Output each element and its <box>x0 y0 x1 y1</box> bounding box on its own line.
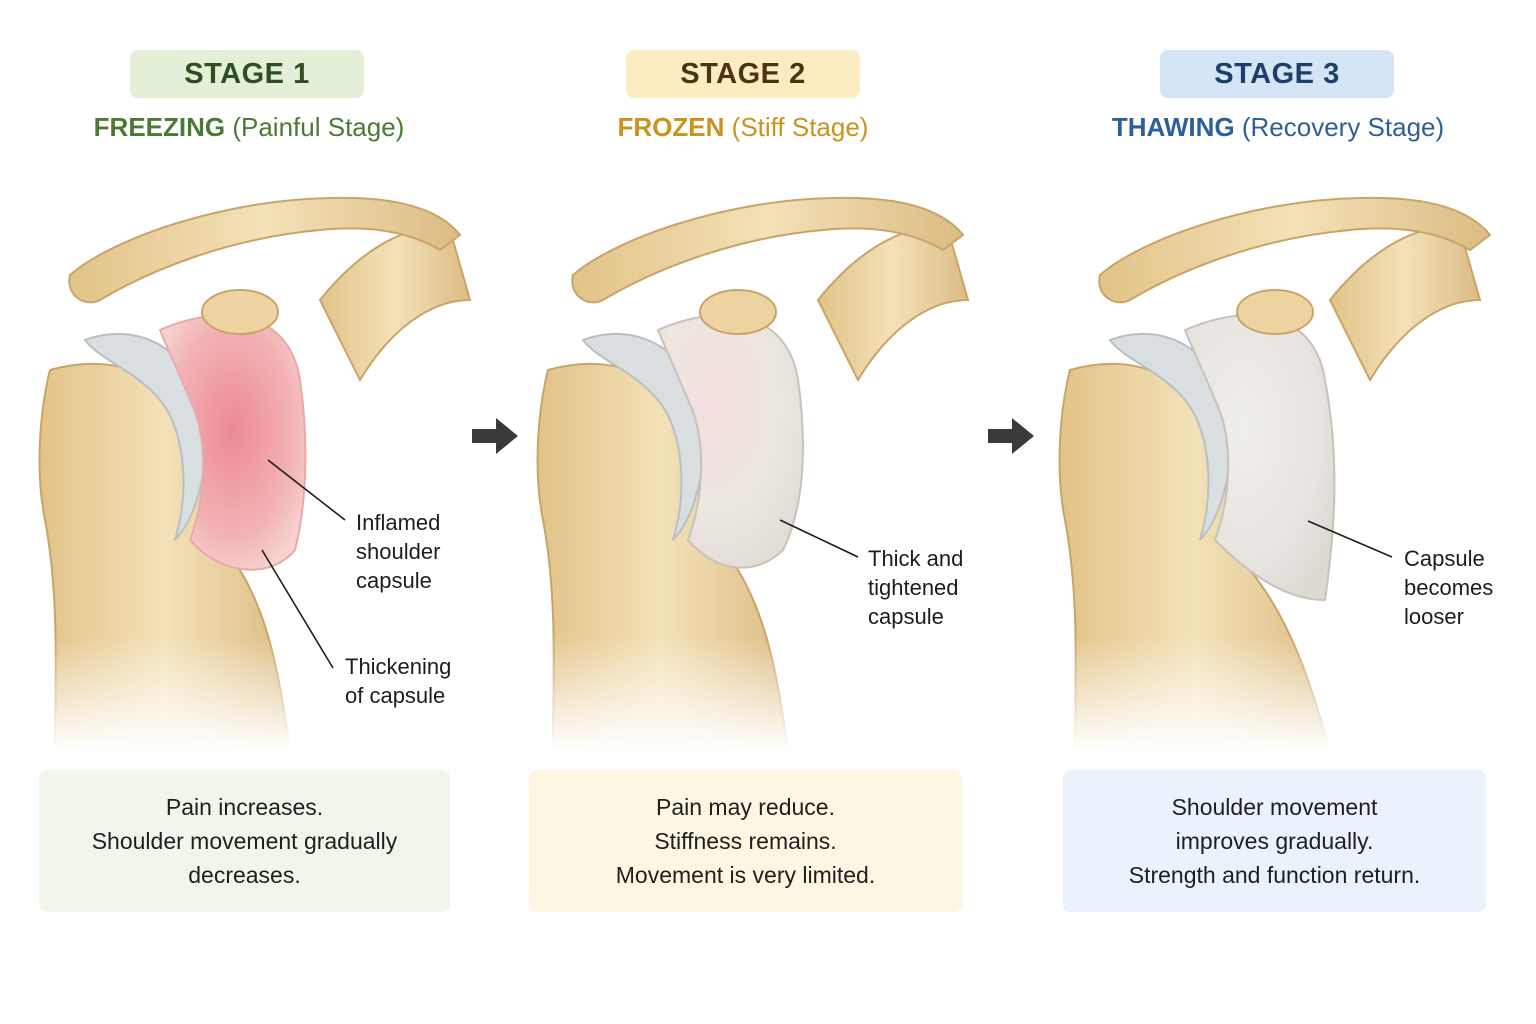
stage-2-panel: STAGE 2 FROZEN (Stiff Stage) <box>518 0 1018 1024</box>
stage-2-name: FROZEN <box>617 112 725 142</box>
stage-3-description-line: improves gradually. <box>1175 828 1374 854</box>
stage-2-badge: STAGE 2 <box>626 50 860 98</box>
stage-1-qualifier: (Painful Stage) <box>232 112 405 142</box>
stage-3-description-line: Shoulder movement <box>1171 794 1378 820</box>
callout-thickening-capsule: Thickening of capsule <box>345 654 452 708</box>
shoulder-illustration-stage-3 <box>1040 180 1536 750</box>
stage-3-description-line: Strength and function return. <box>1128 862 1421 888</box>
stage-2-description-line: Pain may reduce. <box>656 794 835 820</box>
shoulder-illustration-stage-2 <box>518 180 1018 750</box>
stage-3-name: THAWING <box>1111 112 1235 142</box>
callout-inflamed-capsule: Inflamed shoulder capsule <box>356 510 441 593</box>
stage-3-description: Shoulder movement improves gradually. St… <box>1063 770 1486 912</box>
stage-3-badge-label: STAGE 3 <box>1214 57 1340 90</box>
stage-1-description-line: Pain increases. <box>165 794 324 820</box>
right-arrow-icon <box>472 418 518 454</box>
stage-2-description: Pain may reduce. Stiffness remains. Move… <box>529 770 962 912</box>
stage-1-title: FREEZING (Painful Stage) <box>0 112 504 143</box>
right-arrow-icon <box>988 418 1034 454</box>
stage-3-title: THAWING (Recovery Stage) <box>1060 112 1496 143</box>
stage-1-badge-label: STAGE 1 <box>184 57 310 90</box>
stage-3-qualifier: (Recovery Stage) <box>1241 112 1445 142</box>
stage-1-description: Pain increases. Shoulder movement gradua… <box>39 770 450 912</box>
stage-1-description-line: decreases. <box>188 862 301 888</box>
stage-3-panel: STAGE 3 THAWING (Recovery Stage) <box>1040 0 1536 1024</box>
stage-2-badge-label: STAGE 2 <box>680 57 806 90</box>
stage-2-description-line: Stiffness remains. <box>654 828 837 854</box>
stage-3-badge: STAGE 3 <box>1160 50 1394 98</box>
stage-2-description-line: Movement is very limited. <box>615 862 876 888</box>
callout-capsule-looser: Capsule becomes looser <box>1404 546 1494 629</box>
stage-2-title: FROZEN (Stiff Stage) <box>518 112 968 143</box>
stage-2-qualifier: (Stiff Stage) <box>731 112 869 142</box>
stage-1-panel: STAGE 1 FREEZING (Painful Stage) <box>0 0 500 1024</box>
stage-1-badge: STAGE 1 <box>130 50 364 98</box>
callout-thick-tightened-capsule: Thick and tightened capsule <box>868 546 964 629</box>
stage-1-description-line: Shoulder movement gradually <box>91 828 398 854</box>
shoulder-illustration-stage-1 <box>0 180 500 750</box>
stage-1-name: FREEZING <box>93 112 226 142</box>
